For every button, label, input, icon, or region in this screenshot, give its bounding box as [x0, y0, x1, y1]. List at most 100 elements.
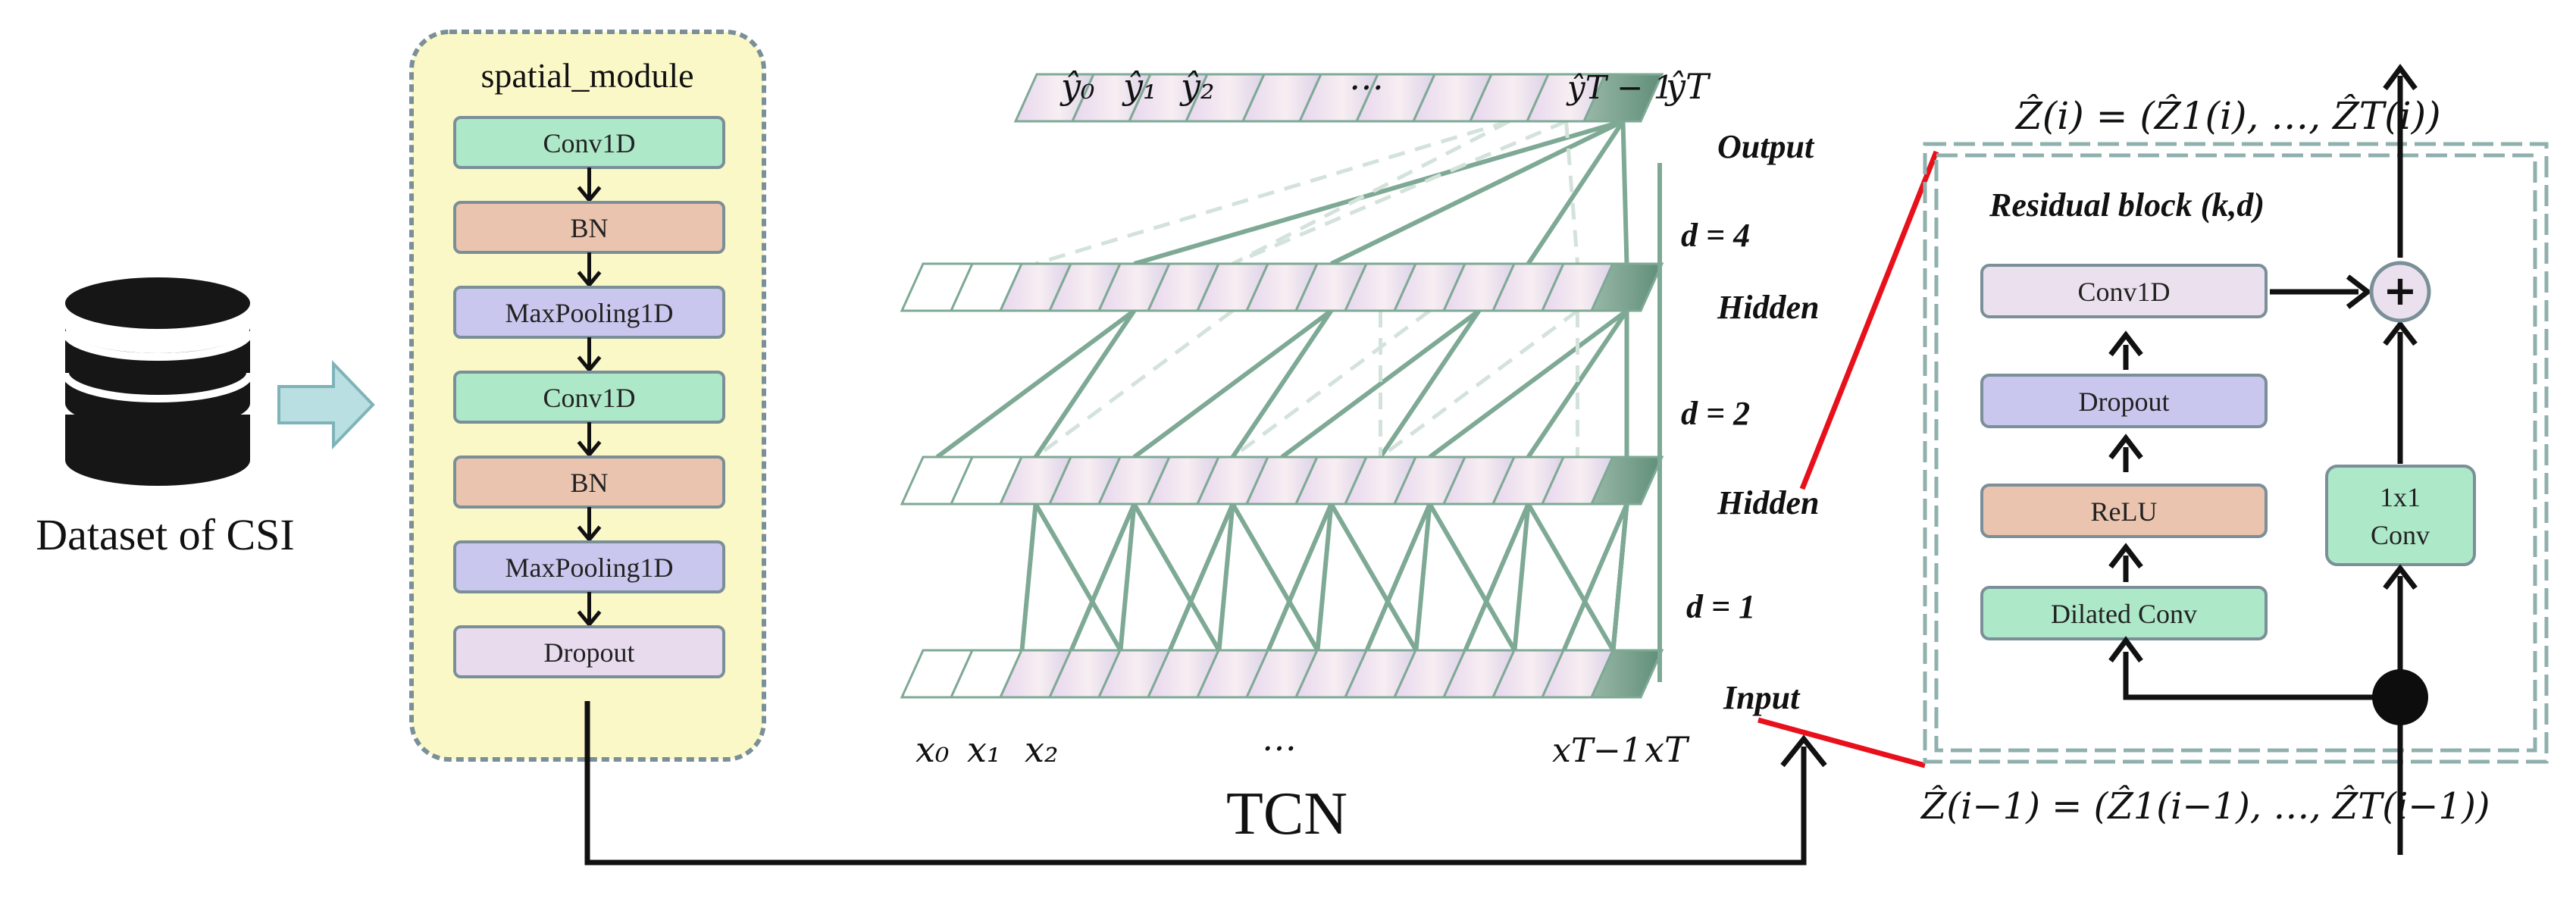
tcn-edge: [1230, 502, 1320, 652]
dataset-label: Dataset of CSI: [36, 510, 295, 559]
output-tick-yT-1: ŷT − 1: [1566, 69, 1673, 106]
tcn-edge-dashed: [1232, 119, 1567, 266]
tcn-title: TCN: [1226, 781, 1347, 847]
tcn-edge: [1413, 503, 1432, 651]
tcn-edge: [1610, 503, 1629, 651]
tcn-edge: [1526, 309, 1629, 459]
spatial-layer-label: Conv1D: [543, 383, 635, 413]
residual-input-equation: Ẑ(i−1) = (Ẑ1(i−1), …, ẐT(i−1)): [1920, 784, 2490, 828]
tcn-label-output: Output: [1717, 128, 1815, 165]
tcn-edge: [1428, 308, 1629, 459]
zoom-line-top: [1799, 150, 1939, 490]
spatial-layer-label: Conv1D: [543, 128, 635, 158]
input-tick-x1: x₁: [967, 729, 1000, 770]
tcn-row-hidden-1: [900, 262, 1664, 312]
output-tick-yT: ŷT: [1664, 66, 1711, 107]
tcn-edge: [1033, 502, 1123, 652]
tcn-edge: [1329, 502, 1419, 652]
tcn-edge: [1379, 309, 1481, 459]
spatial-flow-arrowhead: [577, 525, 602, 543]
spatial-layer-label: Dropout: [544, 637, 635, 668]
tcn-edge-dashed: [1232, 119, 1510, 266]
spatial-flow-arrowhead: [577, 271, 602, 288]
tcn-edge: [1315, 503, 1334, 651]
output-tick-y2: ŷ₂: [1179, 66, 1214, 107]
tcn-edge: [935, 308, 1136, 459]
tcn-edge: [1118, 503, 1137, 651]
residual-block-title: Residual block (k,d): [1989, 186, 2265, 224]
input-tick-xT-1: xT−1: [1552, 731, 1642, 770]
tcn-edge: [1167, 502, 1235, 652]
input-tick-xT: xT: [1645, 729, 1690, 770]
tcn-edge: [1330, 119, 1624, 266]
output-tick-y0: ŷ₀: [1060, 66, 1094, 107]
residual-layer-label: ReLU: [2091, 496, 2158, 527]
tcn-edge: [1463, 502, 1531, 652]
dilation-label-1: d = 1: [1686, 588, 1755, 625]
tcn-edge: [1216, 503, 1235, 651]
dilation-label-2: d = 2: [1681, 395, 1750, 432]
tcn-edge: [1620, 121, 1629, 265]
module-to-tcn-connector: [584, 701, 1807, 866]
input-tick-x2: x₂: [1025, 729, 1058, 770]
tcn-row-hidden-2: [900, 456, 1664, 506]
spatial-flow-arrowhead: [577, 355, 602, 373]
branch-node: [2372, 669, 2428, 725]
spatial-layer-box: [453, 625, 725, 678]
spatial-flow-arrowhead: [577, 186, 602, 203]
spatial-layer-label: MaxPooling1D: [505, 553, 673, 583]
tcn-edge: [1034, 309, 1136, 459]
tcn-label-input: Input: [1723, 679, 1801, 716]
output-tick-y1: ŷ₁: [1122, 66, 1157, 107]
connector-arrowhead: [1780, 734, 1827, 768]
tcn-edge: [1069, 502, 1137, 652]
tcn-edge: [1526, 502, 1616, 652]
residual-layer-label: Dropout: [2079, 387, 2170, 417]
tcn-edge: [1133, 119, 1624, 266]
tcn-cell: [1582, 73, 1664, 123]
tcn-edge: [1364, 502, 1432, 652]
spatial-flow-arrowhead: [577, 440, 602, 458]
dataset-to-module-arrow: [277, 360, 375, 449]
spatial-flow-arrowhead: [577, 610, 602, 628]
tcn-edge: [1019, 503, 1038, 651]
spatial-module-title: spatial_module: [480, 56, 693, 95]
residual-layer-label: Dilated Conv: [2051, 599, 2197, 629]
tcn-row-input: [900, 649, 1664, 699]
sum-node: [2369, 261, 2431, 323]
residual-block-frame-outer: [1923, 142, 2549, 764]
tcn-edge: [1131, 502, 1222, 652]
tcn-layers: [900, 73, 1664, 699]
input-tick-x0: x₀: [916, 729, 949, 770]
zoom-line-bottom: [1758, 717, 1926, 769]
spatial-layer-label: MaxPooling1D: [505, 298, 673, 328]
tcn-edge-dashed: [1232, 308, 1431, 459]
residual-layer-box: [1980, 374, 2268, 428]
residual-layer-box: [1980, 264, 2268, 318]
sum-symbol: +: [2383, 267, 2417, 315]
tcn-edges: [935, 119, 1629, 652]
tcn-edge: [1266, 502, 1334, 652]
tcn-edge: [1132, 308, 1333, 459]
tcn-row-output: [1013, 73, 1664, 123]
tcn-edge: [1526, 120, 1625, 265]
tcn-edge-dashed: [1379, 308, 1579, 459]
residual-layer-box: [1980, 484, 2268, 538]
tcn-edge-dashed: [1564, 121, 1579, 265]
tcn-edge-dashed: [1034, 119, 1510, 266]
tcn-edge: [1512, 503, 1531, 651]
database-icon: [61, 277, 254, 486]
tcn-edge: [1561, 502, 1629, 652]
spatial-module-layers: Conv1D BN MaxPooling1D Conv1D BN MaxPooling1D…: [453, 116, 725, 678]
shortcut-conv-label-2: Conv: [2371, 520, 2430, 550]
residual-block-arrows: [2108, 64, 2418, 855]
tcn-label-hidden-1: Hidden: [1717, 289, 1819, 326]
shortcut-conv-label-1: 1x1: [2380, 482, 2421, 512]
spatial-layer-label: BN: [570, 213, 608, 243]
output-tick-ellipsis: …: [1349, 57, 1384, 98]
residual-layer-label: Conv1D: [2077, 277, 2170, 307]
tcn-edge: [1427, 502, 1517, 652]
spatial-layer-label: BN: [570, 468, 608, 498]
